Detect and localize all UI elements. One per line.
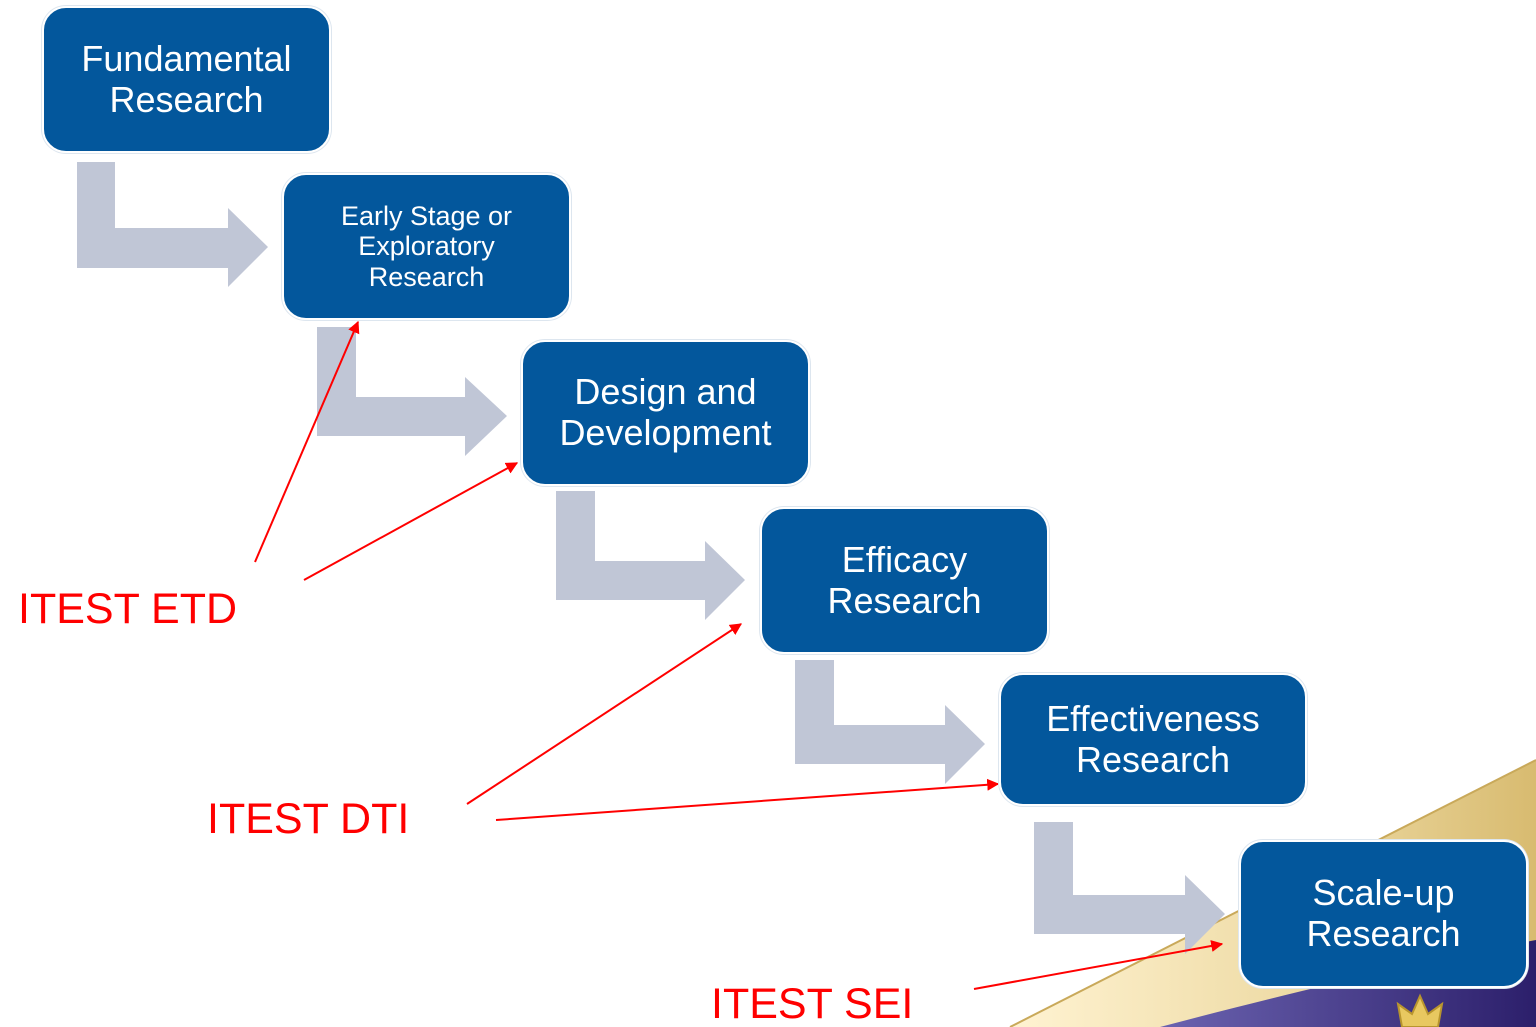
pointer-lines: [254, 320, 1224, 990]
bent-arrow-icon: [77, 162, 268, 287]
sei-to-scale-up-pointer: [973, 940, 1224, 990]
stage-box-effectiveness: Effectiveness Research: [999, 673, 1307, 806]
stage-box-early-stage: Early Stage or Exploratory Research: [282, 173, 571, 320]
connector-arrows: [77, 162, 1225, 954]
etd-to-early-stage-pointer: [254, 320, 360, 563]
bent-arrow-icon: [317, 327, 507, 456]
dti-to-efficacy-pointer: [466, 623, 743, 805]
stage-label: Early Stage or Exploratory Research: [340, 200, 513, 292]
stage-label: Effectiveness Research: [1046, 697, 1260, 780]
stage-label: Scale-up Research: [1306, 872, 1461, 954]
stage-box-scale-up: Scale-up Research: [1239, 840, 1528, 988]
stage-label: Fundamental Research: [81, 37, 292, 120]
crown-emblem-icon: [1396, 993, 1444, 1027]
bent-arrow-icon: [795, 660, 985, 784]
bent-arrow-icon: [1034, 822, 1225, 954]
program-label-itest-dti: ITEST DTI: [207, 795, 410, 843]
stage-label: Design and Development: [559, 371, 772, 453]
stage-box-fundamental: Fundamental Research: [42, 6, 331, 153]
program-label-itest-etd: ITEST ETD: [18, 585, 238, 633]
etd-to-design-pointer: [303, 462, 519, 581]
stage-label: Efficacy Research: [827, 538, 982, 621]
stage-box-design-development: Design and Development: [521, 340, 810, 486]
stage-box-efficacy: Efficacy Research: [760, 507, 1049, 654]
program-label-itest-sei: ITEST SEI: [711, 980, 914, 1027]
bent-arrow-icon: [556, 491, 745, 620]
dti-to-effectiveness-pointer: [495, 778, 1000, 821]
